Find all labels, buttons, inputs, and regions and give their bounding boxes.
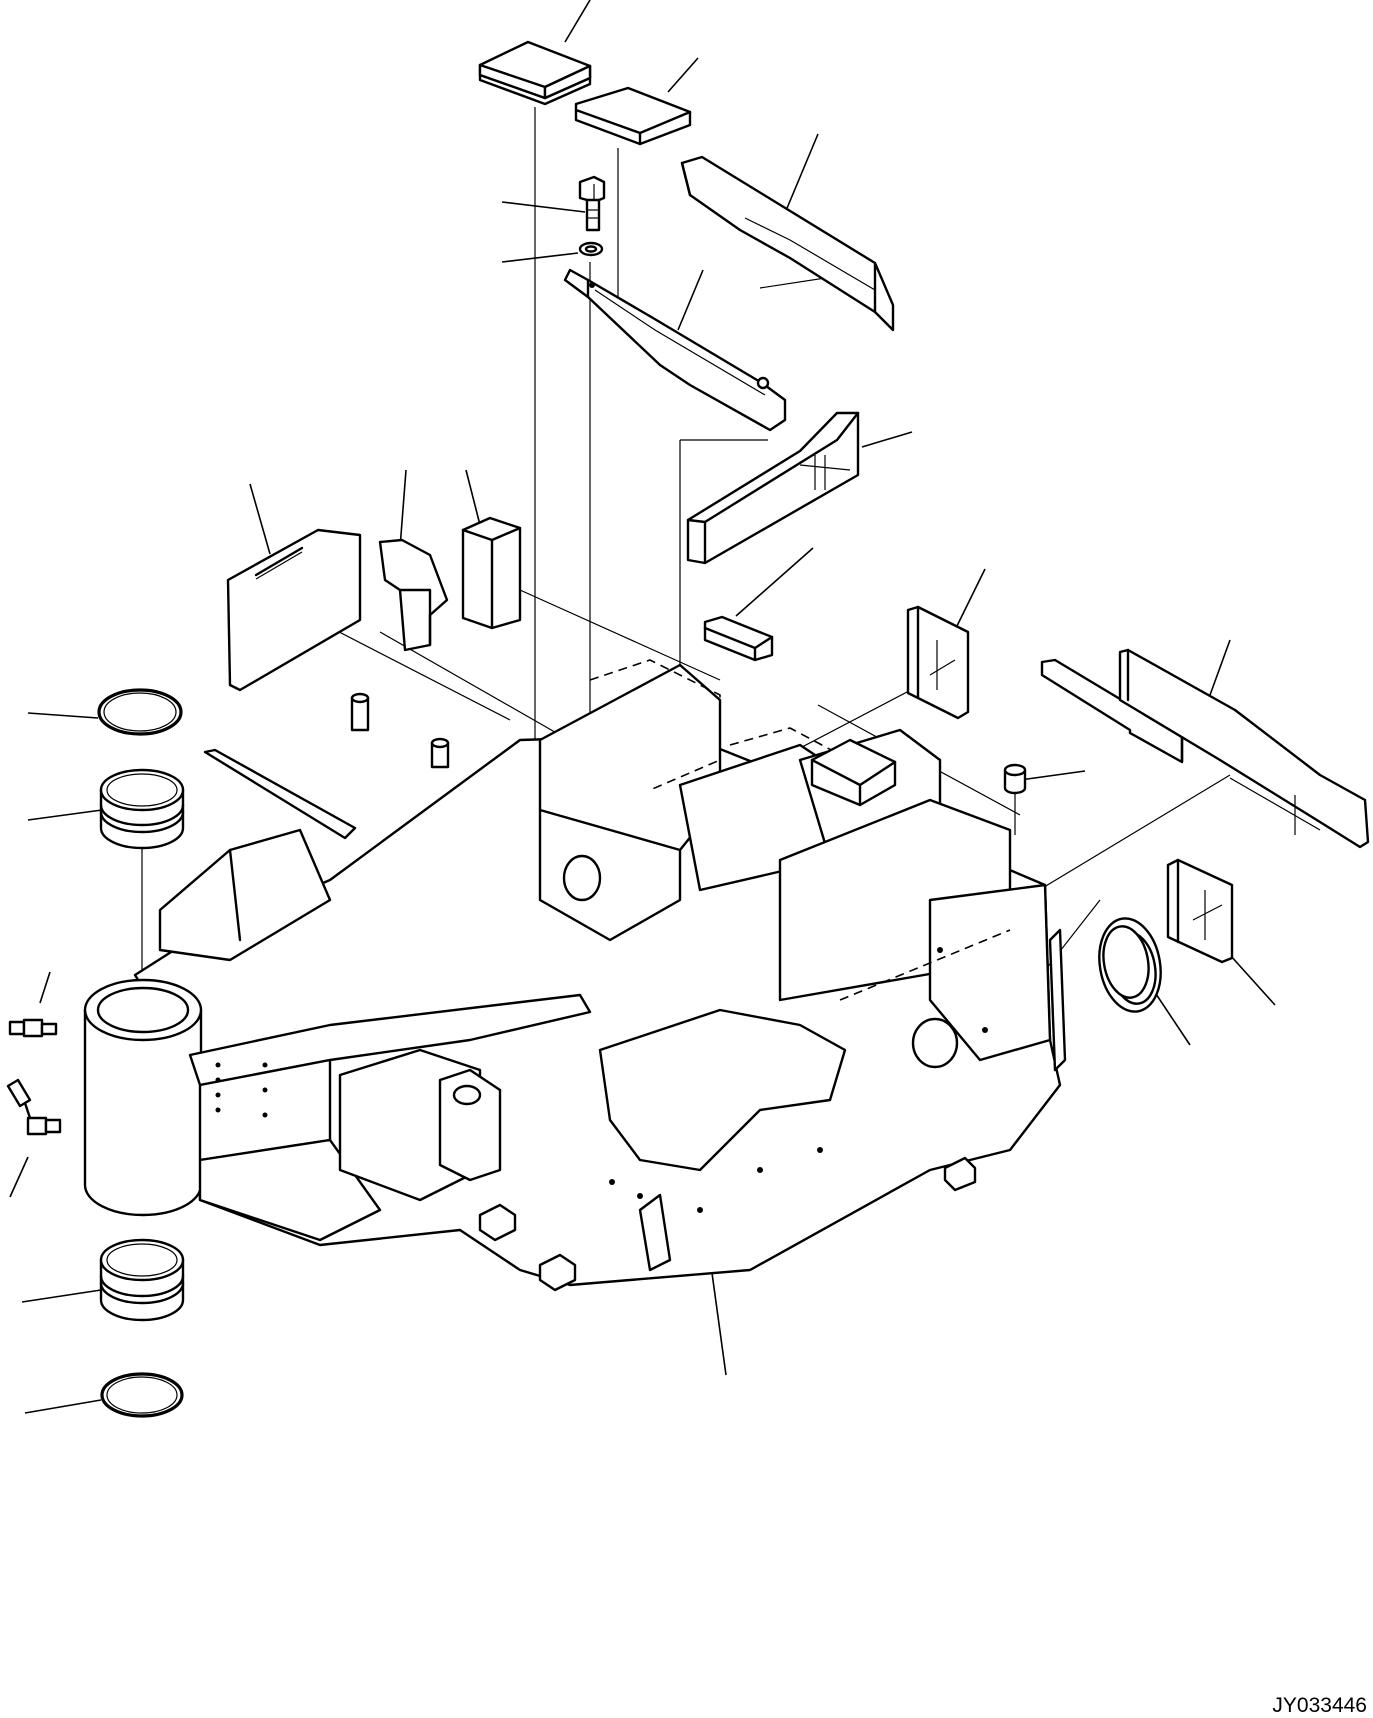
- bushing-upper: [99, 768, 185, 850]
- cushion-block-top-left: [478, 40, 592, 106]
- pad-square-upper: [906, 605, 970, 720]
- small-bar: [703, 615, 774, 662]
- drawing-number: JY033446: [1272, 1694, 1367, 1717]
- cover-long-right: [680, 155, 895, 332]
- snap-ring-lower: [100, 1372, 184, 1418]
- grease-fitting-angled: [6, 1078, 62, 1136]
- foam-block-diagonal: [686, 411, 860, 565]
- pad-square-lower: [1166, 858, 1234, 964]
- seal-ring-right: [1098, 917, 1162, 1013]
- revolving-frame: [83, 659, 1067, 1292]
- plate-left: [226, 528, 362, 692]
- snap-ring-upper: [97, 688, 183, 736]
- grease-fitting-straight: [8, 1018, 58, 1038]
- small-plate-bent: [378, 538, 449, 652]
- cover-long-left-right: [1040, 648, 1370, 849]
- cushion-block-top-right: [574, 86, 692, 146]
- rubber-block: [461, 516, 522, 630]
- washer: [578, 241, 604, 257]
- leader-lines: [9, 0, 1276, 1414]
- bushing-lower: [99, 1238, 185, 1322]
- bolt: [578, 175, 606, 232]
- rubber-stopper: [1003, 763, 1027, 795]
- plate-angle: [563, 268, 787, 432]
